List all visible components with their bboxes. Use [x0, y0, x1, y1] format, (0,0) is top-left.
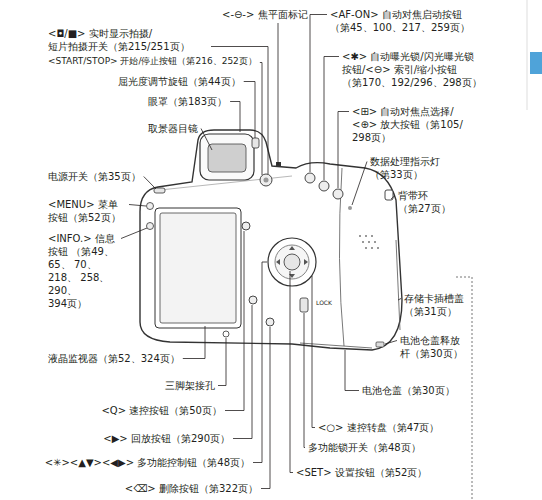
leader-line: [233, 305, 252, 439]
info-button: [147, 223, 154, 230]
quick-control-button: [242, 222, 250, 230]
leader-line: [398, 299, 401, 301]
leader-line: [129, 205, 146, 207]
camera-body: [140, 130, 402, 350]
part-label: <INFO.> 信息 按钮 （第49、65、 70、218、 258、290、 …: [48, 232, 118, 310]
leader-line: [352, 162, 367, 206]
quick-control-dial: [268, 238, 316, 286]
leader-line: [230, 102, 240, 133]
chapter-tab: [530, 52, 542, 74]
eyecup: [200, 134, 254, 180]
multi-function-lock: [300, 298, 308, 312]
leader-line: [183, 326, 205, 359]
viewfinder-eyepiece: [208, 144, 246, 172]
part-label: 液晶监视器（第52、324页）: [48, 352, 180, 365]
leader-line: [225, 231, 244, 411]
part-label: <SET> 设置按钮（第52页）: [296, 466, 427, 479]
screen-bezel: [155, 208, 241, 328]
playback-button: [249, 296, 257, 304]
part-label: <AF-ON> 自动对焦启动按钮 （第45、100、217、259页）: [330, 8, 476, 34]
leader-line: [253, 262, 267, 463]
speaker-dots: [359, 235, 379, 249]
leader-line: [218, 338, 226, 386]
live-view-switch: [260, 174, 272, 186]
card-slot-cover: [396, 240, 400, 330]
leader-line: [261, 327, 270, 489]
part-label: 电池仓盖（第30页）: [362, 384, 455, 397]
part-label: 屈光度调节旋钮（第44页）: [118, 75, 241, 88]
lcd-monitor: [160, 213, 236, 323]
part-label: 眼罩（第183页）: [148, 95, 227, 108]
leader-line: [385, 341, 397, 345]
switch-marking: LOCK: [316, 299, 332, 307]
page-divider: [527, 0, 528, 110]
part-label: <✳><▲▼><◀▶> 多功能控制钮（第48页）: [45, 456, 250, 469]
start-stop-button: [264, 178, 269, 183]
battery-cover: [300, 343, 372, 348]
part-label: 存储卡插槽盖 （第31页）: [404, 292, 466, 318]
af-on-button: [305, 173, 315, 183]
part-label: <-⊖-> 焦平面标记: [222, 8, 308, 21]
leader-line: [260, 63, 262, 176]
dotted-frame: [456, 277, 472, 500]
leader-line: [324, 57, 339, 181]
leader-line: [312, 276, 315, 428]
leader-line: [144, 177, 156, 190]
set-button: [284, 254, 300, 270]
part-label: 电池仓盖释放 杆（第30页）: [400, 334, 466, 360]
leader-line: [290, 271, 293, 473]
controller-arrows: [276, 246, 308, 278]
part-label: <Q> 速控按钮（第50页）: [101, 404, 222, 417]
part-label: 取景器目镜: [148, 122, 198, 135]
part-label: <MENU> 菜单 按钮（第52页）: [48, 198, 126, 224]
part-label: <◘/■> 实时显示拍摄/ 短片拍摄开关（第215/251页）: [48, 27, 208, 53]
part-label: 三脚架接孔: [165, 379, 215, 392]
leader-line: [338, 112, 349, 189]
part-label: 电源开关（第35页）: [48, 170, 141, 183]
tripod-socket: [223, 331, 229, 337]
leader-line: [391, 196, 395, 200]
part-label: <✱> 自动曝光锁/闪光曝光锁 按钮/<⊖> 索引/缩小按钮 （第170、192…: [342, 50, 484, 89]
leader-line: [278, 23, 279, 165]
leader-line: [201, 129, 212, 151]
leader-line: [121, 228, 147, 239]
part-label: 背带环 （第27页）: [398, 189, 456, 215]
part-label: <○> 速控转盘（第47页）: [318, 421, 439, 434]
part-label: <▶> 回放按钮（第290页）: [103, 432, 230, 445]
battery-release-lever: [376, 342, 384, 347]
erase-button: [266, 318, 274, 326]
leader-line: [244, 82, 255, 139]
leader-line: [310, 15, 327, 173]
focal-plane-mark: [276, 162, 281, 166]
part-label: <⊞> 自动对焦点选择/ <⊕> 放大按钮（第105/ 298页）: [352, 105, 470, 144]
leader-line: [304, 313, 305, 448]
part-label: 多功能锁开关（第48页）: [308, 441, 421, 454]
access-lamp: [348, 206, 352, 210]
part-label: 数据处理指示灯 （第33页）: [370, 155, 448, 181]
ae-lock-button: [319, 181, 329, 191]
af-point-button: [333, 189, 343, 199]
diopter-knob: [252, 138, 259, 148]
menu-button: [147, 203, 154, 210]
part-label: <START/STOP> 开始/停止按钮（第216、252页）: [48, 56, 257, 67]
part-label: <⌫> 删除按钮（第322页）: [125, 482, 258, 495]
multi-controller: [275, 245, 309, 279]
leader-line: [345, 350, 359, 391]
